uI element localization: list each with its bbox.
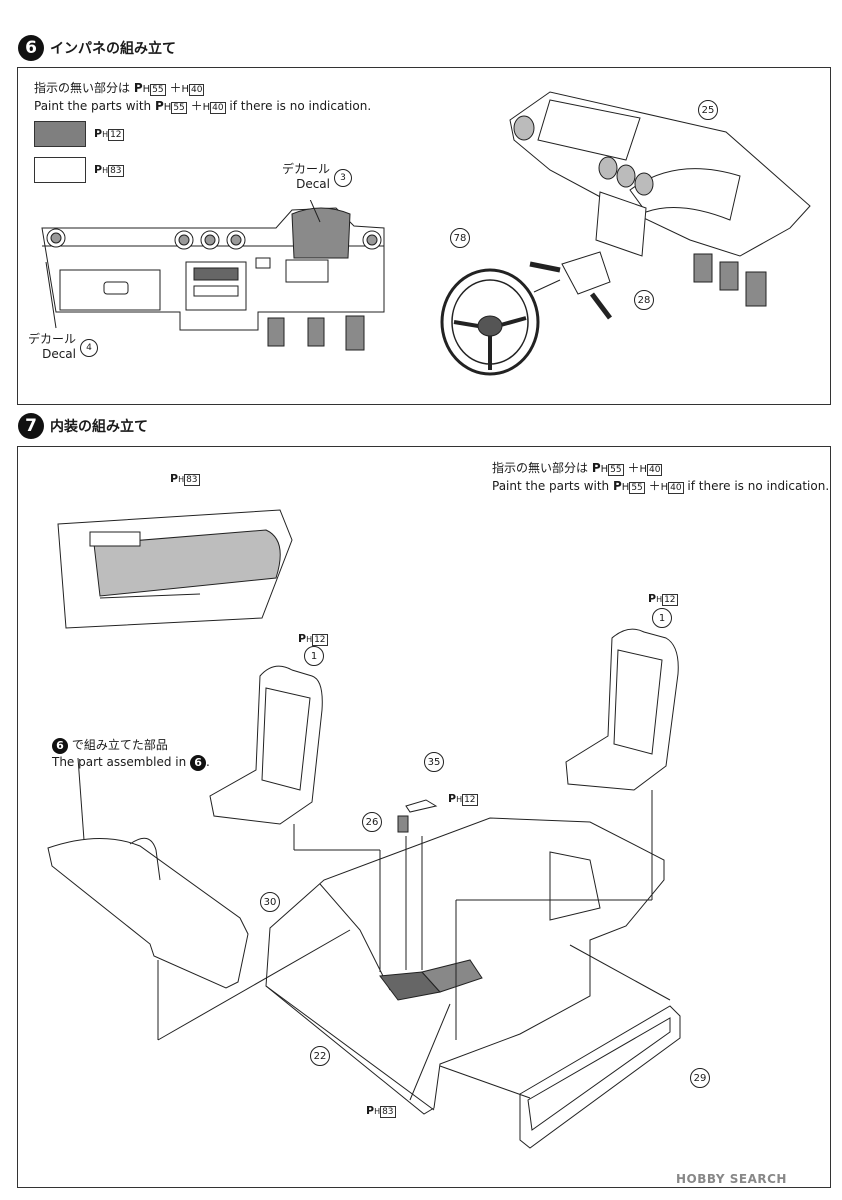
step6-paint-sub: 40 <box>188 84 205 96</box>
decal4-en: Decal <box>42 347 76 361</box>
step6-paint-sub-2: 40 <box>210 102 226 114</box>
part-25-callout: 25 <box>698 100 718 120</box>
dashboard-front-drawing <box>41 200 385 351</box>
step6-title: インパネの組み立て <box>50 41 176 57</box>
swatch-light-code: 83 <box>108 165 124 177</box>
decal3-en: Decal <box>296 177 330 191</box>
step7-note-en: Paint the parts with <box>492 479 610 493</box>
step6-paint-main-2: 55 <box>171 102 187 114</box>
watermark: HOBBY SEARCH <box>676 1172 787 1186</box>
assembled-ref-2: 6 <box>190 755 207 771</box>
step6-note-en: Paint the parts with <box>34 99 152 113</box>
swatch-dark-code: 12 <box>108 129 124 141</box>
step6-paint-main: 55 <box>150 84 166 96</box>
swatch-dark <box>34 121 86 147</box>
decal3-label: デカール Decal <box>260 162 330 192</box>
step7-paint-sub-2: 40 <box>668 482 684 494</box>
part-22-callout: 22 <box>310 1046 330 1066</box>
part-1a-callout: 1 <box>304 646 324 666</box>
decal4-label: デカール Decal <box>10 332 76 362</box>
step6-header: 6 インパネの組み立て <box>18 35 176 61</box>
part-35-callout: 35 <box>424 752 444 772</box>
step7-paint-main: 55 <box>608 464 624 476</box>
assembled-note: 6 で組み立てた部品 The part assembled in 6. <box>52 738 210 771</box>
assembled-jp: で組み立てた部品 <box>71 738 168 752</box>
step7-note-suffix: if there is no indication. <box>687 479 830 493</box>
shift-paint-code: 12 <box>462 794 478 806</box>
part-30-callout: 30 <box>260 892 280 912</box>
console-paint-code: 83 <box>380 1106 396 1118</box>
part-78-callout: 78 <box>450 228 470 248</box>
step6-note-jp: 指示の無い部分は <box>34 81 131 95</box>
decal3-callout: 3 <box>334 169 352 187</box>
step7-note-jp: 指示の無い部分は <box>492 461 589 475</box>
step7-header: 7 内装の組み立て <box>18 413 148 439</box>
swatch-light <box>34 157 86 183</box>
step7-title: 内装の組み立て <box>50 419 148 435</box>
interior-drawing <box>47 509 681 1149</box>
step6-number: 6 <box>18 35 44 61</box>
decal4-callout: 4 <box>80 339 98 357</box>
part-1b-callout: 1 <box>652 608 672 628</box>
part-28-callout: 28 <box>634 290 654 310</box>
dashboard-3d-drawing <box>440 91 811 376</box>
part-29-callout: 29 <box>690 1068 710 1088</box>
part-26-callout: 26 <box>362 812 382 832</box>
door-paint-code: 83 <box>184 474 200 486</box>
step7-number: 7 <box>18 413 44 439</box>
seat-right-paint-code: 12 <box>662 594 678 606</box>
step7-paint-sub: 40 <box>646 464 663 476</box>
assembled-ref-1: 6 <box>52 738 68 754</box>
step7-paint-main-2: 55 <box>629 482 645 494</box>
step6-note-suffix: if there is no indication. <box>229 99 372 113</box>
decal4-jp: デカール <box>27 332 76 346</box>
seat-left-paint-code: 12 <box>312 634 328 646</box>
assembled-en: The part assembled in <box>52 755 187 769</box>
decal3-jp: デカール <box>281 162 330 176</box>
